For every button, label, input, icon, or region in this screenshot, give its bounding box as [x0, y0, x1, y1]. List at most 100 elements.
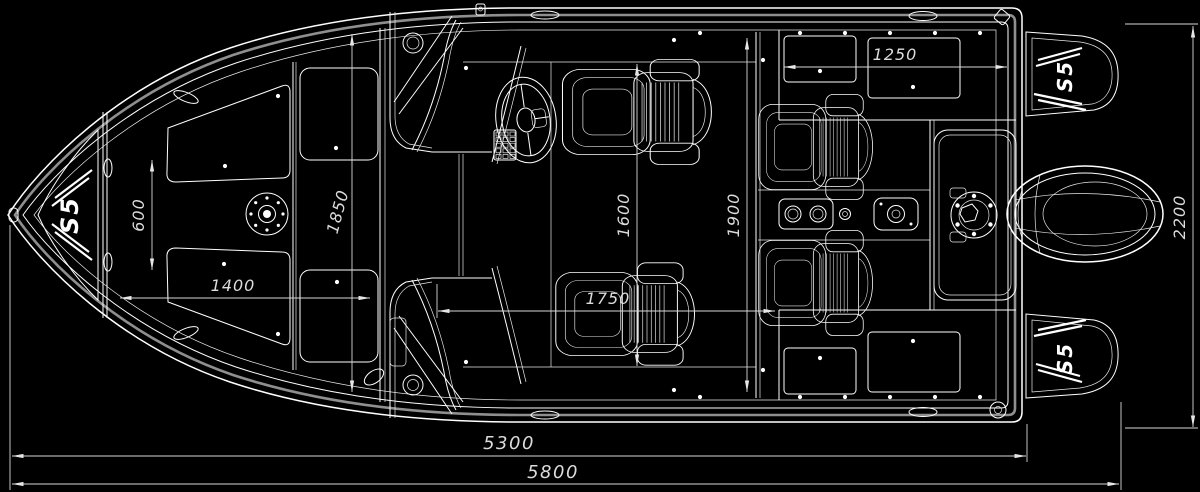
gunwale-handle-port — [173, 90, 199, 104]
console-speaker — [402, 374, 424, 396]
jump-seat-port — [758, 94, 873, 200]
mount-cam — [959, 203, 979, 223]
screw-dot — [817, 355, 823, 361]
outboard-motor — [1006, 165, 1164, 263]
driver-seat — [561, 59, 712, 165]
deck-fittings — [530, 8, 1011, 420]
screw-dot — [932, 30, 938, 36]
steering-wheel — [495, 76, 557, 164]
aft-center-panel — [778, 197, 919, 231]
dim-1600: 1600 — [614, 193, 633, 238]
screw-dot — [977, 394, 983, 400]
windshield-port-console — [389, 12, 527, 165]
bow-handle-top — [103, 158, 113, 178]
screw-dot — [697, 30, 703, 36]
screw-dot — [333, 145, 339, 151]
screw-dot — [222, 163, 228, 169]
screw-dot — [932, 394, 938, 400]
screw-dot — [671, 37, 677, 43]
swim-platform-top: S5 — [1025, 31, 1119, 117]
dimension-lines — [9, 23, 1198, 490]
console-gauge — [402, 32, 424, 54]
bow-eye — [8, 207, 19, 223]
deck-inner-edge — [33, 29, 997, 401]
stern-cleat-top — [993, 8, 1011, 26]
screw-dot — [797, 394, 803, 400]
deck-vent-bottom-fwd — [530, 410, 560, 420]
starboard-bow-lounge-panel — [166, 247, 291, 346]
walkthrough — [432, 151, 492, 279]
screw-dot — [842, 394, 848, 400]
screw-dot — [463, 65, 469, 71]
dim-5800: 5800 — [527, 462, 579, 483]
generated-details — [221, 30, 993, 400]
stern-bottom-logo: S5 — [1053, 342, 1077, 374]
stern-locker-small-bottom — [783, 347, 857, 395]
bow-deck: S5 — [37, 112, 113, 318]
wheel-hub — [530, 108, 547, 128]
bow-handle-bottom — [103, 252, 113, 272]
platform-top-stripes — [1033, 46, 1087, 112]
screw-dot — [910, 338, 916, 344]
deck-vent-bottom-aft — [908, 407, 938, 417]
gunwale-handle-starboard — [173, 326, 199, 340]
dim-1400: 1400 — [211, 276, 256, 295]
screw-dot — [275, 331, 281, 337]
dim-1250: 1250 — [873, 45, 918, 64]
port-bow-lounge-panel — [166, 84, 291, 183]
screw-dot — [887, 30, 893, 36]
engine-splash-well — [933, 129, 1017, 301]
speaker-grille — [363, 368, 385, 386]
fuel-filler-plate — [873, 197, 919, 231]
dim-1850: 1850 — [323, 188, 353, 236]
bow-logo: S5 — [56, 196, 84, 234]
dimension-labels: 600 1850 1400 1600 1900 1750 1250 2200 5… — [129, 45, 1189, 483]
starboard-mid-hatch — [299, 269, 379, 363]
stern-top-logo: S5 — [1053, 60, 1077, 92]
screw-dot — [887, 394, 893, 400]
stern-locker-large-bottom — [867, 331, 961, 393]
screw-dot — [760, 57, 766, 63]
console-side-panel — [389, 317, 407, 367]
nav-light — [475, 3, 486, 16]
stern-locker-small-top — [783, 35, 857, 83]
bow-logo-stripes — [51, 169, 93, 261]
screw-dot — [275, 93, 281, 99]
deck-vent-top-fwd — [530, 10, 560, 20]
seats — [555, 59, 873, 366]
bow-table-pedestal — [245, 192, 289, 236]
screw-dot — [817, 68, 823, 74]
switch-keypad — [493, 129, 517, 161]
dim-1900: 1900 — [724, 193, 743, 238]
bow-deck-panel — [37, 128, 99, 302]
console-bulkhead — [379, 28, 386, 402]
screw-dot — [334, 279, 340, 285]
windshield-starboard-console — [363, 265, 527, 418]
dim-600: 600 — [129, 198, 148, 232]
motor-mount-bracket — [949, 187, 998, 243]
platform-bottom-stripes — [1033, 318, 1087, 384]
screw-dot — [221, 261, 227, 267]
hull-rubrail-band — [13, 13, 1017, 417]
screw-dot — [797, 30, 803, 36]
screw-dot — [977, 30, 983, 36]
screw-dot — [910, 84, 916, 90]
deck-vent-top-aft — [908, 11, 938, 21]
hull-inner-line — [22, 21, 1009, 409]
jump-seat-starboard — [758, 230, 873, 336]
hull-outer-line — [7, 7, 1023, 423]
screw-dot — [463, 359, 469, 365]
stern-cleat-bottom — [989, 401, 1007, 419]
screw-dot — [671, 387, 677, 393]
dim-1750: 1750 — [586, 289, 631, 308]
bow-cockpit — [166, 62, 379, 370]
screw-dot — [842, 30, 848, 36]
swim-platform-bottom: S5 — [1025, 313, 1119, 399]
screw-dot — [697, 394, 703, 400]
dim-2200: 2200 — [1170, 195, 1189, 240]
dim-5300: 5300 — [483, 433, 535, 454]
passenger-seat — [555, 262, 695, 366]
screw-dot — [760, 367, 766, 373]
